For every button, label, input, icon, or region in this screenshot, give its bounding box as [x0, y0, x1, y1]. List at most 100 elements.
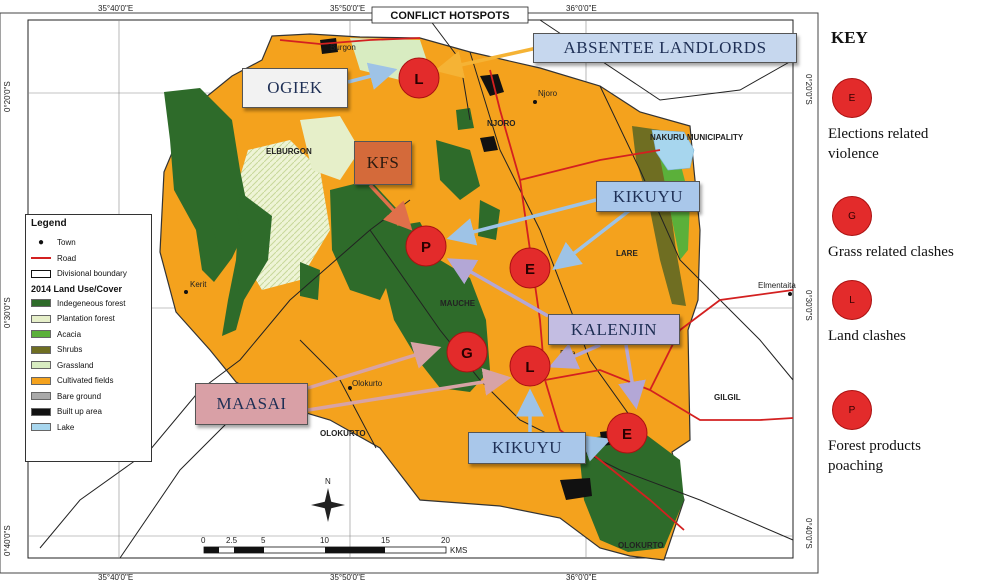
svg-text:E: E	[525, 261, 535, 278]
landuse-swatch-icon	[31, 345, 51, 354]
place-elburgon: ELBURGON	[266, 147, 312, 156]
north-arrow: N	[311, 477, 345, 522]
legend-landuse-label: Acacia	[57, 329, 82, 339]
legend-landuse-item: Lake	[31, 420, 146, 436]
place-olokurto: OLOKURTO	[320, 429, 366, 438]
landuse-swatch-icon	[31, 314, 51, 323]
coord-top-2: 35°50'0"E	[330, 4, 365, 13]
scale-tick-0: 0	[201, 536, 206, 545]
key-item-label: Grass related clashes	[828, 244, 954, 260]
svg-text:G: G	[461, 345, 473, 362]
built-up-areas	[320, 38, 618, 500]
landuse-swatch-icon	[31, 299, 51, 308]
coord-right-2: 0°30'0"S	[804, 290, 813, 321]
legend-landuse-title: 2014 Land Use/Cover	[31, 283, 123, 294]
legend-landuse-label: Indegeneous forest	[57, 298, 126, 308]
legend-item-town: ● Town	[31, 235, 146, 251]
scale-tick-15: 15	[381, 536, 390, 545]
place-gilgil: GILGIL	[714, 393, 741, 402]
callout-kikuyu-top: KIKUYU	[596, 181, 700, 212]
key-hotspot-icon: E	[832, 78, 872, 118]
legend-landuse-item: Built up area	[31, 404, 146, 420]
map-title-box	[371, 6, 529, 24]
legend-landuse-item: Acacia	[31, 327, 146, 343]
legend-landuse-item: Shrubs	[31, 342, 146, 358]
scale-unit: KMS	[450, 546, 467, 555]
place-burgon: Burgon	[330, 43, 356, 52]
key-hotspot-icon: P	[832, 390, 872, 430]
key-hotspot-icon: L	[832, 280, 872, 320]
scale-bar	[203, 546, 447, 554]
town-dot-icon: ●	[37, 237, 45, 249]
coord-left-3: 0°40'0"S	[3, 525, 12, 556]
legend-landuse-item: Cultivated fields	[31, 373, 146, 389]
legend-item-boundary: Divisional boundary	[31, 266, 146, 282]
landuse-swatch-icon	[31, 361, 51, 370]
place-njoro-small: Njoro	[538, 89, 558, 98]
hotspot-land-south: L	[509, 345, 551, 387]
coord-left-1: 0°20'0"S	[3, 81, 12, 112]
svg-text:N: N	[325, 477, 331, 486]
road-line-icon	[31, 257, 51, 260]
map-title: CONFLICT HOTSPOTS	[390, 10, 509, 22]
legend-item-road: Road	[31, 251, 146, 267]
legend-title: Legend	[31, 218, 67, 229]
key-hotspot-icon: G	[832, 196, 872, 236]
coord-right-1: 0°20'0"S	[804, 74, 813, 105]
conflict-arrows	[307, 42, 646, 462]
place-njoro: NJORO	[487, 119, 515, 128]
legend-landuse-item: Grassland	[31, 358, 146, 374]
svg-text:E: E	[622, 426, 632, 443]
svg-text:L: L	[525, 359, 534, 376]
coord-bottom-3: 36°0'0"E	[566, 573, 597, 582]
place-olokurto-town: Olokurto	[352, 379, 383, 388]
boundary-box-icon	[31, 269, 51, 278]
scale-tick-5: 5	[261, 536, 266, 545]
shrubs-strip	[632, 126, 686, 306]
landuse-swatch-icon	[31, 376, 51, 385]
legend-landuse-label: Grassland	[57, 360, 94, 370]
callout-absentee-landlords: ABSENTEE LANDLORDS	[533, 33, 797, 63]
lake-nakuru	[651, 129, 695, 171]
key-item: G Grass related clashes	[828, 196, 993, 262]
coord-left-2: 0°30'0"S	[3, 297, 12, 328]
scale-tick-20: 20	[441, 536, 450, 545]
callout-maasai: MAASAI	[195, 383, 308, 425]
legend-landuse-label: Cultivated fields	[57, 376, 114, 386]
coord-bottom-1: 35°40'0"E	[98, 573, 133, 582]
legend-landuse-item: Bare ground	[31, 389, 146, 405]
hotspot-poaching: P	[405, 225, 447, 267]
landuse-swatch-icon	[31, 330, 51, 339]
place-olokurto-south: OLOKURTO	[618, 541, 664, 550]
scale-tick-10: 10	[320, 536, 329, 545]
legend-landuse-label: Lake	[57, 422, 75, 432]
map-legend: Legend ● Town Road Divisional boundary 2…	[25, 214, 152, 462]
place-mauche: MAUCHE	[440, 299, 476, 308]
coord-bottom-2: 35°50'0"E	[330, 573, 365, 582]
hotspot-grass: G	[446, 331, 488, 373]
callout-kfs: KFS	[354, 141, 412, 185]
place-kericho: Kerit	[190, 280, 207, 289]
key-item-label: Land clashes	[828, 328, 906, 344]
legend-landuse-label: Bare ground	[57, 391, 102, 401]
key-item: L Land clashes	[828, 280, 993, 346]
legend-landuse-item: Plantation forest	[31, 311, 146, 327]
legend-landuse-label: Plantation forest	[57, 314, 115, 324]
coord-top-1: 35°40'0"E	[98, 4, 133, 13]
hotspot-elections-south: E	[606, 412, 648, 454]
place-nakuru: NAKURU MUNICIPALITY	[650, 133, 744, 142]
hotspot-land-north: L	[398, 57, 440, 99]
hotspot-elections-north: E	[509, 247, 551, 289]
legend-landuse-item: Indegeneous forest	[31, 296, 146, 312]
legend-landuse-label: Shrubs	[57, 345, 83, 355]
landuse-swatch-icon	[31, 392, 51, 401]
callout-ogiek: OGIEK	[242, 68, 348, 108]
scale-tick-2-5: 2.5	[226, 536, 238, 545]
place-elementaita: Elmentaita	[758, 281, 796, 290]
